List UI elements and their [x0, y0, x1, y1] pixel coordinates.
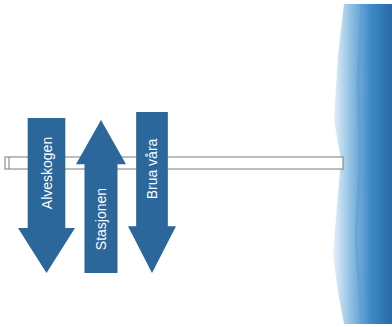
arrow-shape: Alveskogen [18, 118, 75, 273]
arrow-fill [18, 118, 75, 273]
bank-facet [356, 4, 362, 324]
arrow-label: Stasjonen [93, 188, 109, 250]
arrow-fill [76, 120, 126, 273]
arrow-label: Alveskogen [39, 137, 55, 209]
arrow-fill [128, 112, 176, 273]
rod-end [9, 157, 10, 169]
arrow-shape: Brua våra [128, 112, 176, 273]
arrow-label: Brua våra [144, 139, 160, 200]
arrow-shape: Stasjonen [76, 120, 126, 273]
